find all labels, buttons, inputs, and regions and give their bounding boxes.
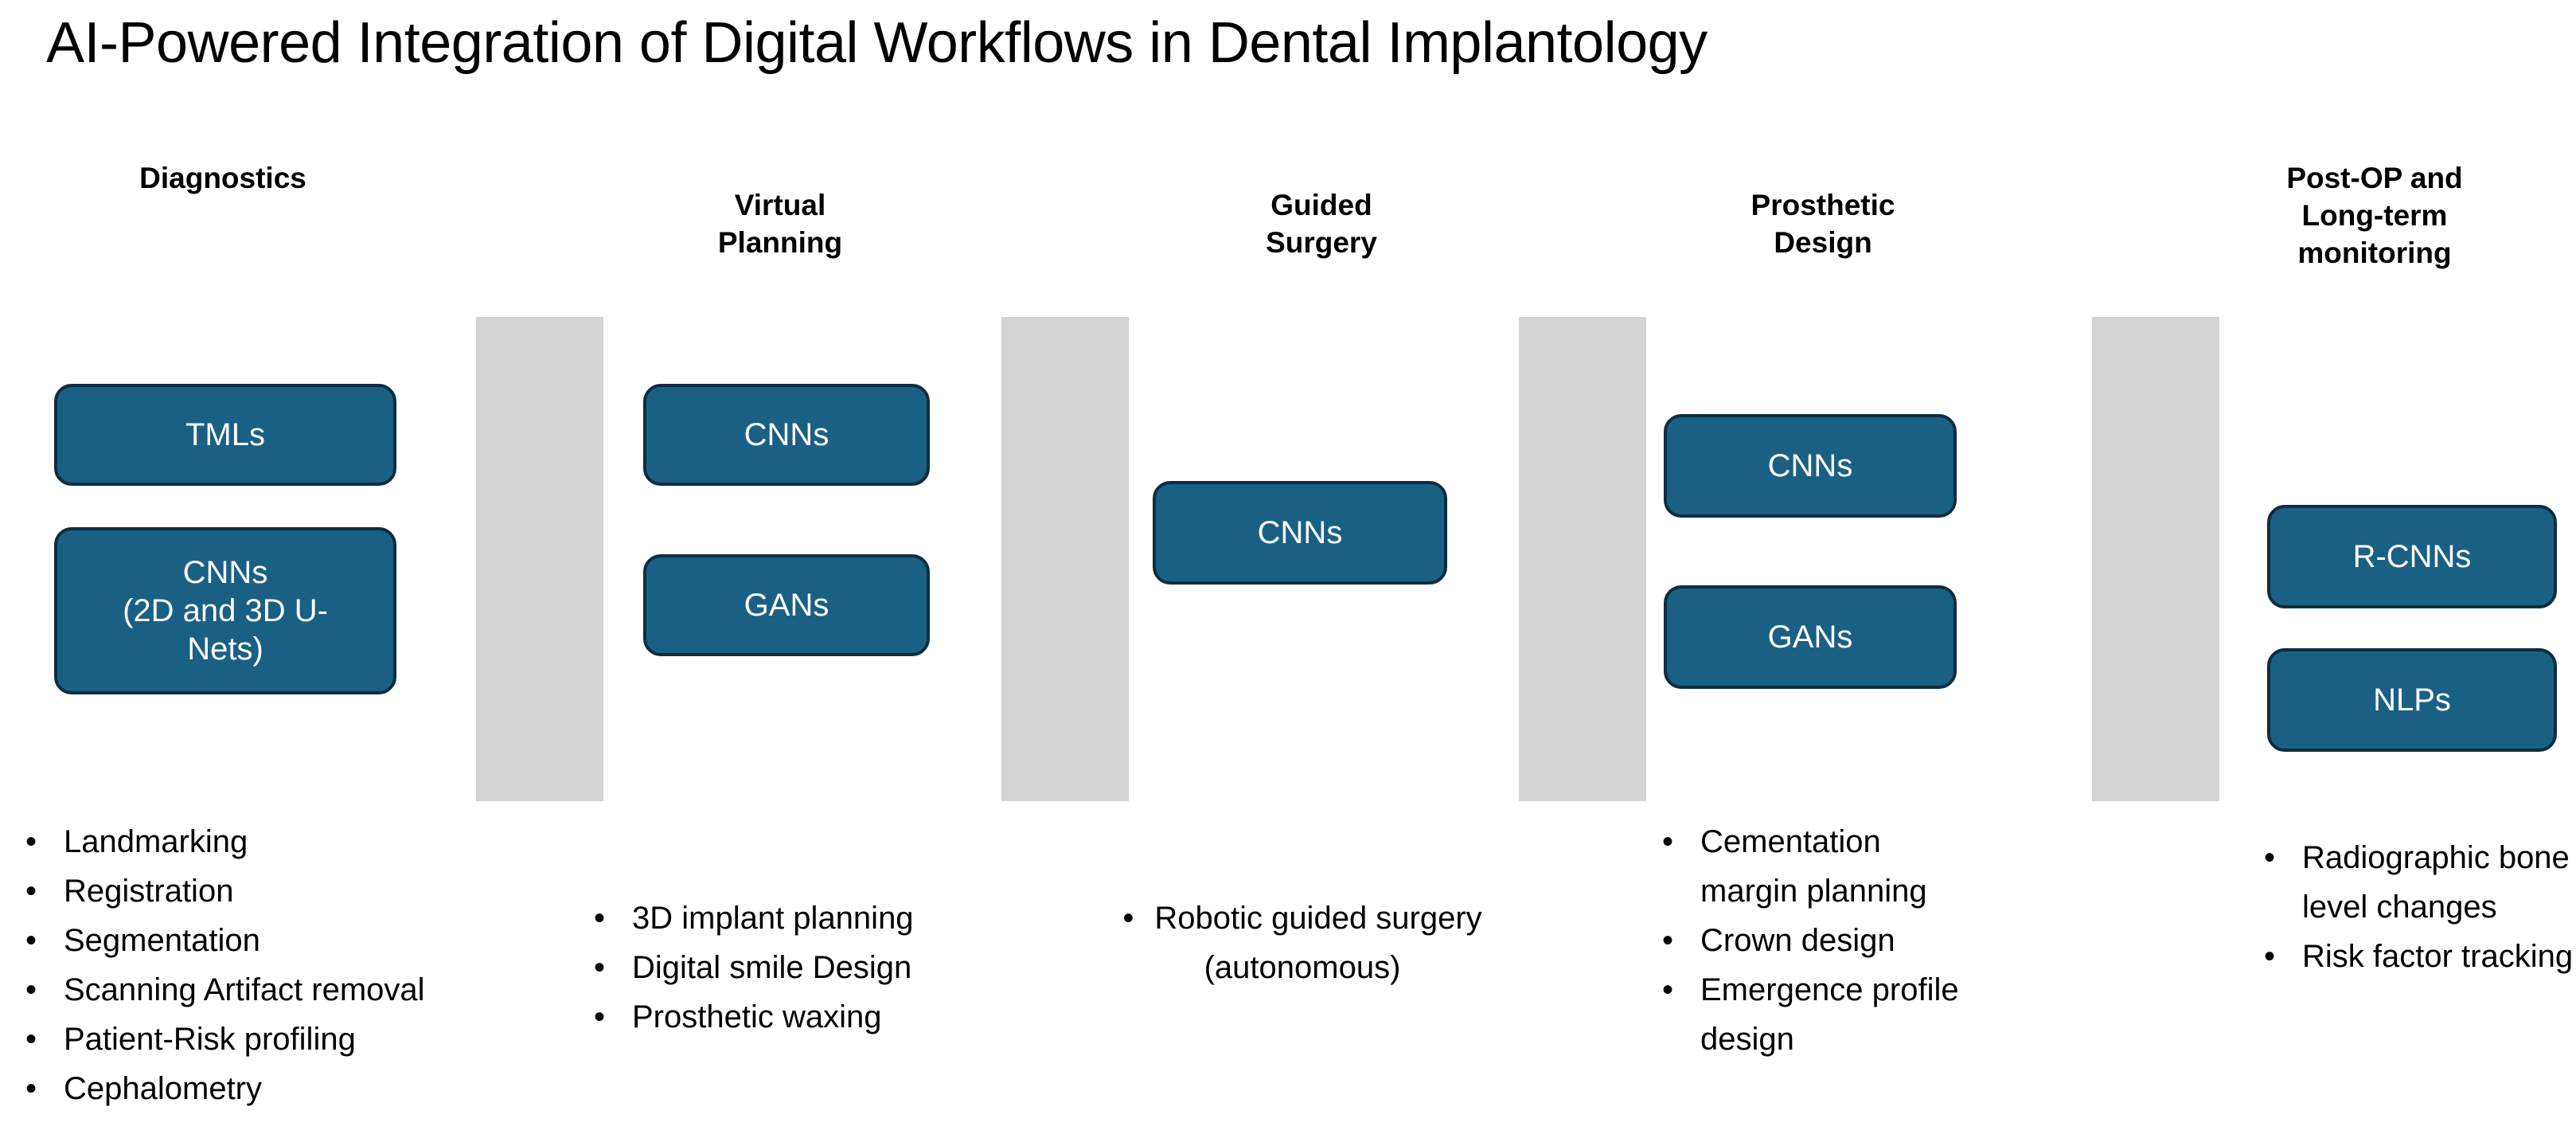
bullet-list-virtual-planning: 3D implant planning Digital smile Design… — [580, 894, 1073, 1042]
box-post-op-r-cnns[interactable]: R-CNNs — [2267, 505, 2557, 608]
column-post-op-monitoring: Post-OP and Long-term monitoring — [2173, 159, 2576, 717]
column-header-line: Virtual — [734, 189, 826, 221]
box-label-detail: (2D and 3D U- — [123, 593, 328, 628]
box-guided-surgery-cnns[interactable]: CNNs — [1153, 481, 1447, 585]
box-virtual-planning-cnns[interactable]: CNNs — [643, 384, 930, 486]
arrow-guided-surgery-to-prosthetic-design — [1519, 317, 1646, 801]
bullet-list-diagnostics: Landmarking Registration Segmentation Sc… — [11, 817, 584, 1113]
box-diagnostics-tmls[interactable]: TMLs — [54, 384, 396, 486]
column-header-line: Prosthetic — [1751, 189, 1895, 221]
list-item: Risk factor tracking — [2250, 932, 2576, 981]
list-item: Prosthetic waxing — [580, 992, 1073, 1042]
arrow-diagnostics-to-virtual-planning — [476, 317, 603, 801]
box-label: CNNs — [182, 555, 268, 590]
arrow-prosthetic-design-to-post-op — [2092, 317, 2219, 801]
box-label: CNNs — [744, 417, 829, 452]
box-label: TMLs — [185, 417, 265, 452]
bullet-list-prosthetic-design: Cementation margin planning Crown design… — [1648, 817, 1982, 1064]
box-label: NLPs — [2373, 682, 2451, 718]
list-item: Digital smile Design — [580, 943, 1073, 992]
box-label: CNNs — [1767, 448, 1853, 483]
column-guided-surgery: Guided Surgery — [1099, 186, 1544, 744]
column-header-line: Design — [1774, 226, 1872, 259]
column-header-line: monitoring — [2297, 237, 2452, 269]
arrow-virtual-planning-to-guided-surgery — [1001, 317, 1129, 801]
column-header-line: Planning — [717, 226, 843, 259]
list-item: Robotic guided surgery (autonomous) — [1111, 894, 1493, 992]
list-item: Landmarking — [11, 817, 584, 866]
box-label: GANs — [744, 588, 829, 623]
bullet-list-guided-surgery: Robotic guided surgery (autonomous) — [1111, 894, 1493, 992]
list-item: Radiographic bone level changes — [2250, 833, 2576, 932]
box-diagnostics-cnns[interactable]: CNNs (2D and 3D U- Nets) — [54, 527, 396, 694]
list-item: 3D implant planning — [580, 894, 1073, 943]
column-header-post-op-monitoring: Post-OP and Long-term monitoring — [2173, 159, 2576, 272]
list-item: Scanning Artifact removal — [11, 965, 584, 1015]
column-diagnostics: Diagnostics — [0, 159, 446, 717]
column-header-guided-surgery: Guided Surgery — [1099, 186, 1544, 261]
list-item: Emergence profile design — [1648, 965, 1982, 1064]
box-label: R-CNNs — [2352, 539, 2472, 574]
column-header-line: Surgery — [1266, 226, 1377, 259]
list-item: Cephalometry — [11, 1064, 584, 1113]
box-prosthetic-design-gans[interactable]: GANs — [1664, 585, 1957, 689]
column-virtual-planning: Virtual Planning — [557, 186, 1003, 744]
box-label: GANs — [1767, 620, 1853, 655]
list-item: Registration — [11, 866, 584, 916]
column-header-line: Post-OP and — [2286, 162, 2463, 194]
column-header-prosthetic-design: Prosthetic Design — [1600, 186, 2046, 261]
box-label-detail: Nets) — [187, 632, 263, 667]
list-item: Segmentation — [11, 916, 584, 965]
list-item: Crown design — [1648, 916, 1982, 965]
column-header-diagnostics: Diagnostics — [0, 159, 446, 197]
column-header-virtual-planning: Virtual Planning — [557, 186, 1003, 261]
box-post-op-nlps[interactable]: NLPs — [2267, 648, 2557, 752]
column-prosthetic-design: Prosthetic Design — [1600, 186, 2046, 744]
column-header-line: Long-term — [2301, 199, 2448, 232]
list-item: Cementation margin planning — [1648, 817, 1982, 916]
box-label: CNNs — [1257, 515, 1343, 550]
box-prosthetic-design-cnns[interactable]: CNNs — [1664, 414, 1957, 518]
bullet-list-post-op-monitoring: Radiographic bone level changes Risk fac… — [2250, 833, 2576, 981]
page-title: AI-Powered Integration of Digital Workfl… — [46, 11, 1708, 75]
column-header-line: Diagnostics — [139, 162, 306, 194]
box-virtual-planning-gans[interactable]: GANs — [643, 554, 930, 656]
column-header-line: Guided — [1270, 189, 1372, 221]
list-item: Patient-Risk profiling — [11, 1015, 584, 1064]
